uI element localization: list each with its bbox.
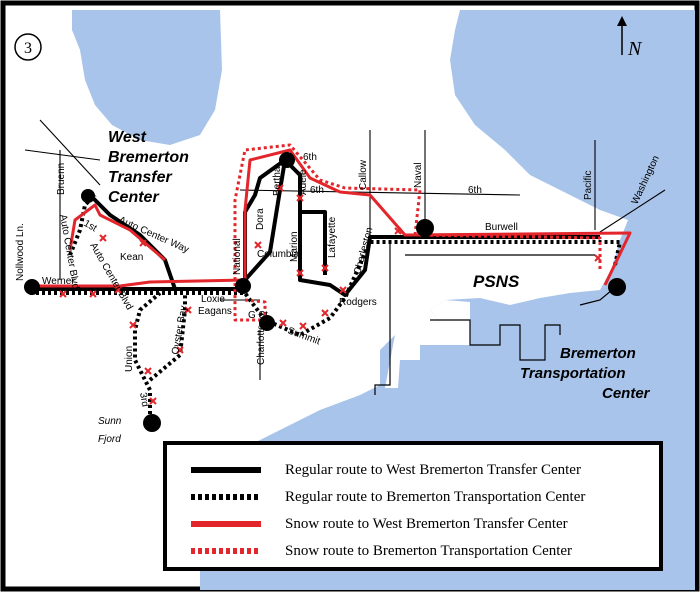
label-bremerton-center-2: Transportation	[520, 365, 626, 382]
street-national: National	[232, 238, 243, 275]
legend-swatch-snow-bremerton	[191, 548, 261, 554]
route-number-badge	[14, 33, 42, 61]
water-north-inlet	[72, 10, 222, 145]
street-3rd: 3rd	[137, 392, 150, 408]
street-eagans: Eagans	[198, 306, 232, 317]
legend-label-regular-bremerton: Regular route to Bremerton Transportatio…	[285, 488, 586, 505]
legend-row-regular-bremerton: Regular route to Bremerton Transportatio…	[191, 487, 585, 507]
legend-swatch-regular-bremerton	[191, 494, 261, 500]
legend-row-regular-west: Regular route to West Bremerton Transfer…	[191, 460, 581, 480]
label-west-center-4: Center	[108, 189, 159, 206]
street-6th-east: 6th	[468, 185, 482, 196]
label-bremerton-center-1: Bremerton	[560, 345, 636, 362]
street-dora: Dora	[255, 208, 266, 230]
stops	[24, 152, 626, 432]
legend: Regular route to West Bremerton Transfer…	[163, 441, 663, 571]
stop-west-bremerton	[81, 189, 95, 203]
street-charlotte: Charlotte	[256, 324, 267, 365]
street-pacific: Pacific	[583, 171, 594, 200]
street-rodgers: Rodgers	[339, 297, 377, 308]
street-naval: Naval	[413, 162, 424, 188]
street-adele: Adele	[298, 169, 309, 195]
street-lafayette: Lafayette	[327, 216, 338, 258]
street-bruenn: Bruenn	[56, 163, 67, 195]
stop-naval	[416, 219, 434, 237]
street-burwell: Burwell	[485, 222, 518, 233]
stop-national	[235, 278, 251, 294]
legend-label-regular-west: Regular route to West Bremerton Transfer…	[285, 461, 581, 478]
street-union: Union	[124, 346, 135, 372]
street-gst: G St.	[248, 310, 271, 321]
street-6th-west: 6th	[303, 152, 317, 163]
label-west-center-2: Bremerton	[108, 149, 189, 166]
label-bremerton-center-3: Center	[602, 385, 651, 402]
legend-row-snow-west: Snow route to West Bremerton Transfer Ce…	[191, 514, 568, 534]
label-psns: PSNS	[473, 272, 520, 291]
route-regular-west	[30, 158, 600, 297]
route-snow-west	[30, 148, 632, 288]
snow-detour-marks	[26, 184, 602, 405]
place-labels: West Bremerton Transfer Center PSNS Brem…	[98, 129, 651, 445]
street-werner: Werner	[42, 276, 75, 287]
legend-row-snow-bremerton: Snow route to Bremerton Transportation C…	[191, 541, 572, 561]
stop-gst	[259, 315, 275, 331]
legend-swatch-snow-west	[191, 521, 261, 527]
street-callow: Callow	[358, 159, 369, 190]
water-psns-slip	[385, 300, 470, 388]
psns-piers	[374, 240, 613, 395]
street-marion: Marion	[289, 231, 300, 262]
legend-swatch-regular-west	[191, 467, 261, 473]
route-number: 3	[24, 40, 32, 57]
label-west-center-3: Transfer	[108, 169, 173, 186]
stop-werner	[24, 279, 40, 295]
street-columbia: Columbia	[257, 249, 300, 260]
label-west-center-1: West	[108, 129, 147, 146]
stop-sunn-fjord	[143, 414, 161, 432]
street-kean: Kean	[120, 252, 143, 263]
north-label: N	[627, 38, 643, 60]
street-loxie: Loxie	[201, 294, 225, 305]
north-arrow-icon	[617, 16, 627, 55]
label-fjord: Fjord	[98, 434, 121, 445]
label-sunn: Sunn	[98, 416, 122, 427]
legend-label-snow-west: Snow route to West Bremerton Transfer Ce…	[285, 515, 568, 532]
street-6th-mid: 6th	[310, 185, 324, 196]
stop-bertha	[279, 152, 295, 168]
street-nollwood: Nollwood Ln.	[15, 223, 26, 281]
route-regular-bremerton	[30, 193, 622, 420]
stop-bremerton-tc	[608, 278, 626, 296]
legend-label-snow-bremerton: Snow route to Bremerton Transportation C…	[285, 542, 573, 559]
street-bertha: Bertha	[272, 166, 283, 196]
